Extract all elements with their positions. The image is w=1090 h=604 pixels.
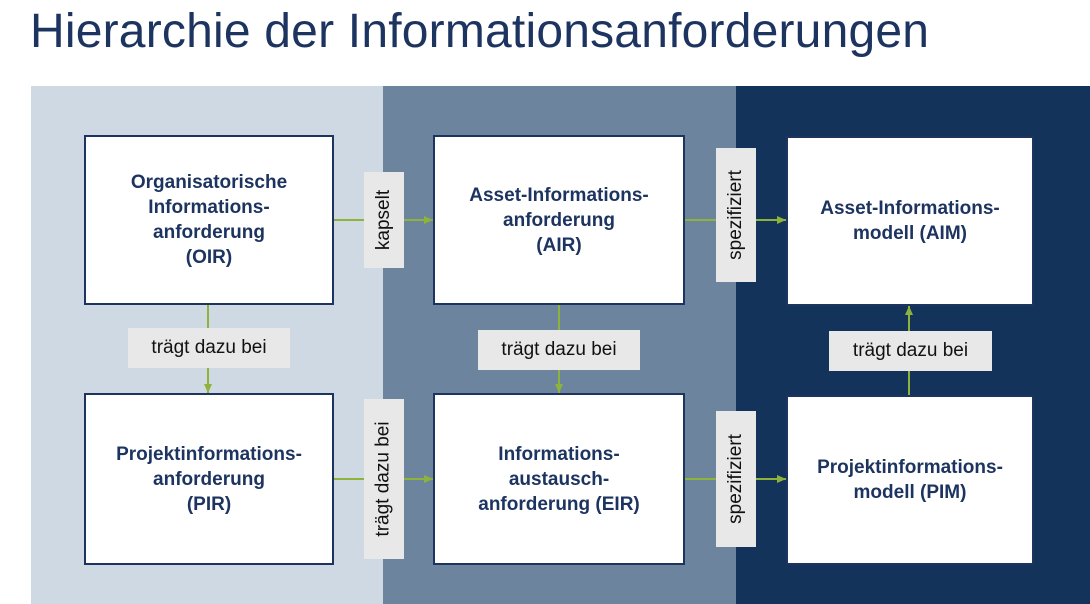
- label-eir-pim-text: spezifiziert: [725, 434, 746, 524]
- box-aim: Asset-Informations- modell (AIM): [786, 136, 1034, 306]
- label-air-aim: spezifiziert: [716, 148, 756, 282]
- page-title: Hierarchie der Informationsanforderungen: [30, 5, 930, 58]
- label-pir-eir: trägt dazu bei: [364, 399, 404, 559]
- label-pir-eir-text: trägt dazu bei: [373, 421, 395, 537]
- box-air: Asset-Informations- anforderung (AIR): [433, 135, 685, 305]
- label-air-eir: trägt dazu bei: [478, 330, 640, 370]
- label-pim-aim: trägt dazu bei: [829, 331, 992, 371]
- box-oir: Organisatorische Informations- anforderu…: [84, 135, 334, 305]
- label-oir-pir: trägt dazu bei: [128, 328, 290, 368]
- label-oir-air: kapselt: [364, 172, 404, 268]
- label-eir-pim: spezifiziert: [716, 411, 756, 547]
- box-pim: Projektinformations- modell (PIM): [786, 395, 1034, 565]
- box-pir: Projektinformations- anforderung (PIR): [84, 393, 334, 565]
- label-air-aim-text: spezifiziert: [725, 170, 746, 260]
- label-oir-air-text: kapselt: [373, 189, 395, 251]
- box-eir: Informations- austausch- anforderung (EI…: [433, 393, 685, 565]
